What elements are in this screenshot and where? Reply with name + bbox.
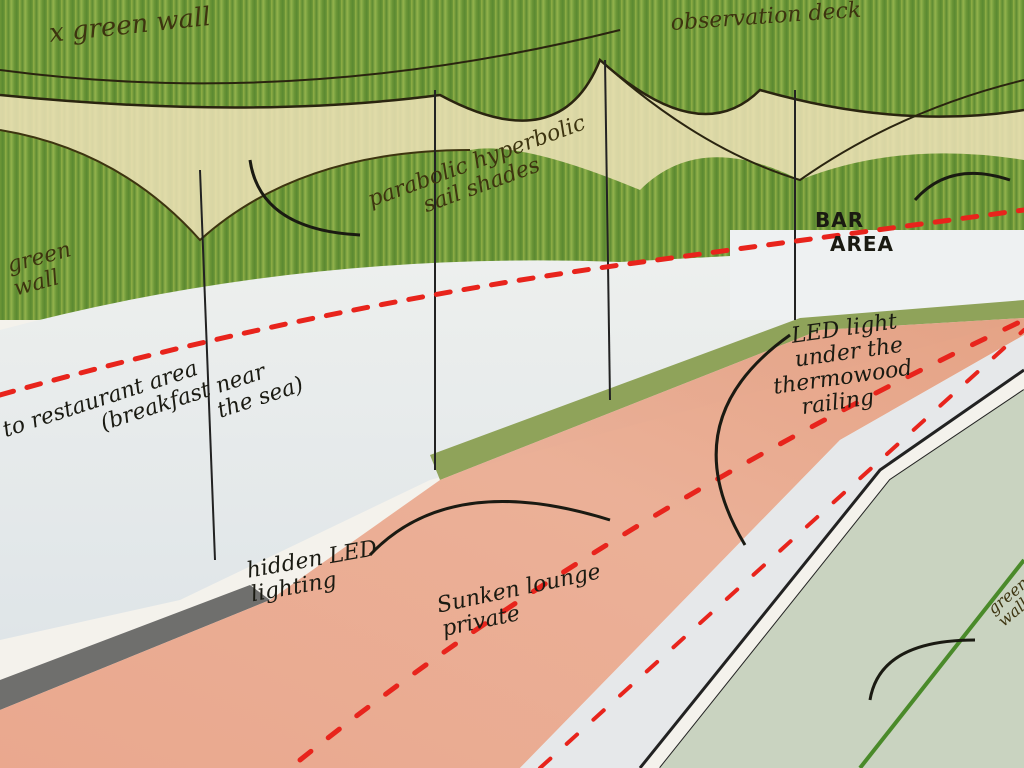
planter — [430, 300, 1024, 480]
dashed-boundary — [0, 207, 1024, 398]
annotation-line: BAR — [815, 208, 865, 232]
ledge — [0, 585, 270, 710]
annotation-line: AREA — [830, 232, 895, 256]
annotation-bar-area: BAR AREA — [815, 208, 894, 256]
sail-shade — [0, 60, 1024, 240]
sunken-lounge-deck — [0, 318, 1024, 768]
annotation-led-railing: LED light under the thermowood railing — [772, 309, 917, 420]
